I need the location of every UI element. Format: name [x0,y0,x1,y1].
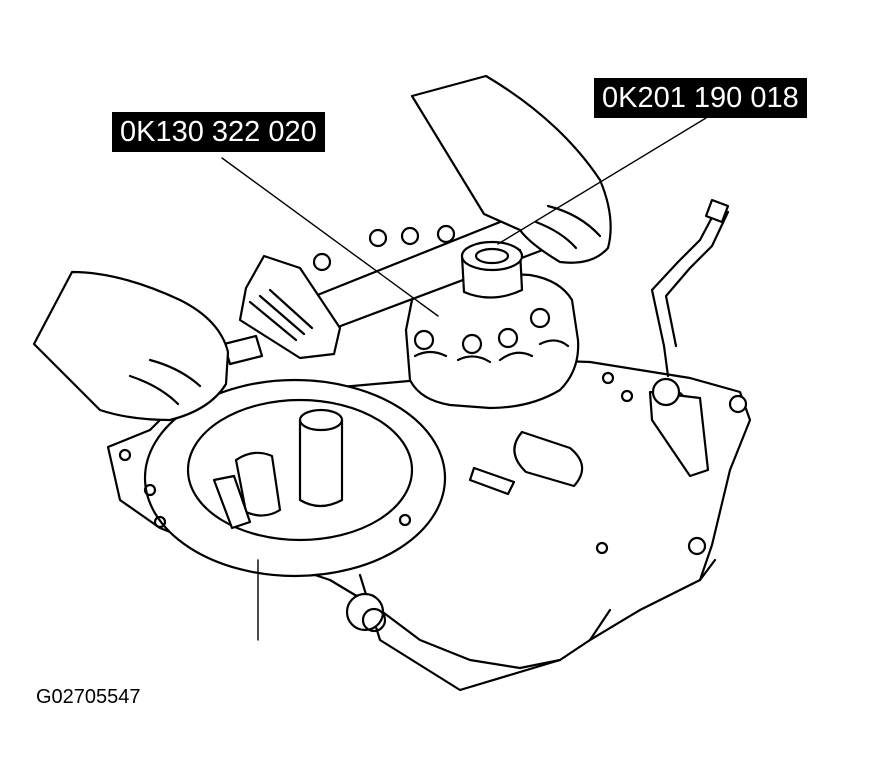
sst-hub-top [460,240,524,272]
input-shaft-end [298,408,344,432]
flange-hole [143,483,157,497]
flange-hole [595,541,609,555]
flange-hole [398,513,412,527]
figure-code: G02705547 [36,686,141,708]
hand-right-fingers [534,204,602,250]
flange-hole [620,389,634,403]
oil-pump-lobes [413,339,570,364]
pump-bolt [461,333,483,355]
flange-hole [601,371,615,385]
flange-hole [153,515,167,529]
hand-right [410,74,612,264]
converter-bore-inner [186,398,414,542]
pump-bolt [413,329,435,351]
oil-pump-tang [212,474,252,530]
flange-hole [118,448,132,462]
pump-bolt [400,226,420,246]
torque-wrench-handle [222,334,264,366]
leader-line-tool-2 [497,117,707,245]
pump-bolt [312,252,332,272]
drain-plug-head [361,607,387,633]
stator-shaft [234,451,282,517]
torque-wrench-scale [248,288,314,342]
callout-label-tool-1: 0K130 322 020 [112,112,325,152]
bracket [648,390,710,478]
callout-label-tool-2: 0K201 190 018 [594,78,807,118]
servo-pin [468,466,516,496]
converter-bore [143,378,447,578]
hand-left [32,270,230,422]
dipstick-cap [704,198,730,224]
pump-bolt [529,307,551,329]
housing-bolt [728,394,748,414]
servo-cylinder [513,430,584,488]
dipstick-tube [650,204,720,378]
sst-hub-cap [474,247,510,265]
pump-bolt [497,327,519,349]
housing-bolt [687,536,707,556]
pump-bolt [436,224,456,244]
bracket-bolt [651,377,681,407]
pump-bolt [368,228,388,248]
hand-left-fingers [128,358,202,406]
dipstick-tube-outer [664,210,730,348]
leader-line-tool-1 [221,157,439,317]
